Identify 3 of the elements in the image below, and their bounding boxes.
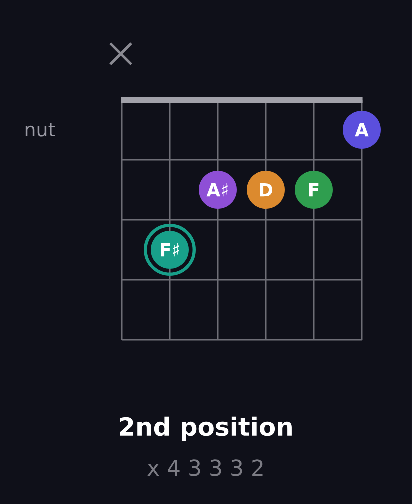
fingering-label: x 4 3 3 3 2: [148, 460, 263, 476]
chord-title: 2nd position: [120, 416, 292, 442]
nut-label: nut: [26, 123, 56, 137]
